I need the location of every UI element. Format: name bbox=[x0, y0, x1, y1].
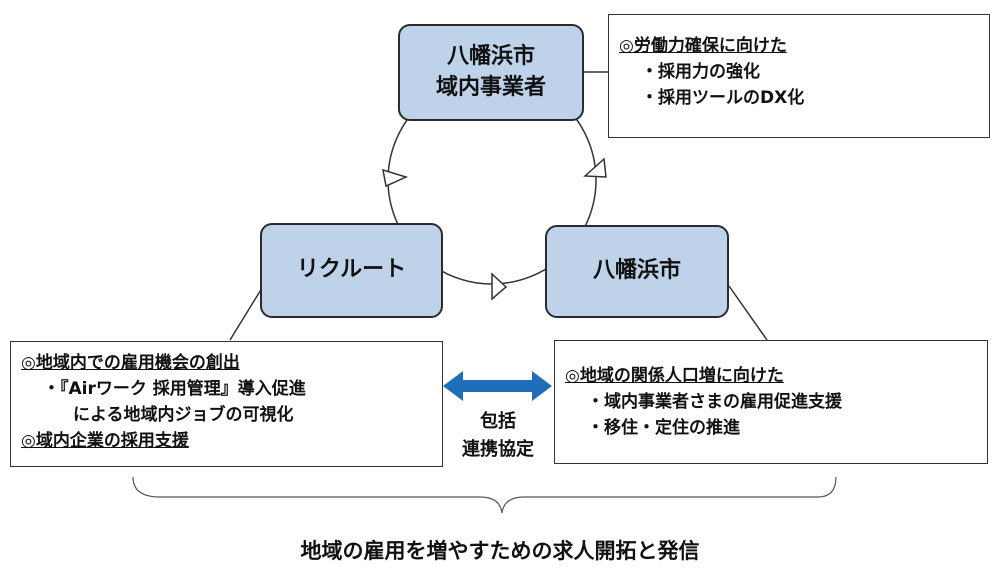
box-top-right-item: ・採用ツールのDX化 bbox=[641, 88, 805, 108]
bottom-brace bbox=[132, 476, 837, 514]
partnership-label: 包括 連携協定 bbox=[448, 408, 548, 464]
node-top-line2: 域内事業者 bbox=[435, 74, 546, 100]
box-right-heading: ◎地域の関係人口増に向けた bbox=[565, 366, 784, 386]
box-top-right-heading: ◎労働力確保に向けた bbox=[619, 36, 787, 56]
connector-right bbox=[728, 285, 768, 341]
box-left-heading2: ◎域内企業の採用支援 bbox=[21, 431, 189, 451]
node-left-label: リクルート bbox=[296, 257, 407, 283]
node-yawatahama-city: 八幡浜市 bbox=[545, 225, 729, 318]
node-top-line1: 八幡浜市 bbox=[446, 43, 535, 69]
node-right-label: 八幡浜市 bbox=[592, 258, 681, 284]
box-right-item: ・域内事業者さまの雇用促進支援 bbox=[587, 392, 842, 412]
bottom-caption: 地域の雇用を増やすための求人開拓と発信 bbox=[300, 539, 700, 563]
cycle-arrow-left-icon bbox=[382, 168, 409, 188]
box-right-item: ・移住・定住の推進 bbox=[587, 418, 740, 438]
box-top-right-item: ・採用力の強化 bbox=[641, 62, 760, 82]
double-arrow-icon bbox=[443, 371, 552, 401]
box-left-item1: ・『Airワーク 採用管理』導入促進 bbox=[43, 379, 306, 399]
cycle-arrow-bottom-icon bbox=[491, 272, 508, 301]
partnership-label-line1: 包括 bbox=[480, 411, 516, 432]
node-yawatahama-businesses: 八幡浜市 域内事業者 bbox=[398, 24, 584, 121]
partnership-label-line2: 連携協定 bbox=[462, 439, 534, 460]
box-labor-force: ◎労働力確保に向けた ・採用力の強化 ・採用ツールのDX化 bbox=[608, 14, 990, 138]
box-recruit-initiatives: ◎地域内での雇用機会の創出 ・『Airワーク 採用管理』導入促進 による地域内ジ… bbox=[10, 341, 443, 467]
connector-left bbox=[229, 287, 263, 341]
box-city-initiatives: ◎地域の関係人口増に向けた ・域内事業者さまの雇用促進支援 ・移住・定住の推進 bbox=[554, 340, 988, 464]
node-recruit: リクルート bbox=[260, 223, 443, 318]
box-left-item1-cont: による地域内ジョブの可視化 bbox=[73, 405, 294, 425]
box-left-heading1: ◎地域内での雇用機会の創出 bbox=[21, 353, 240, 373]
cycle-arrow-right-icon bbox=[583, 157, 607, 178]
